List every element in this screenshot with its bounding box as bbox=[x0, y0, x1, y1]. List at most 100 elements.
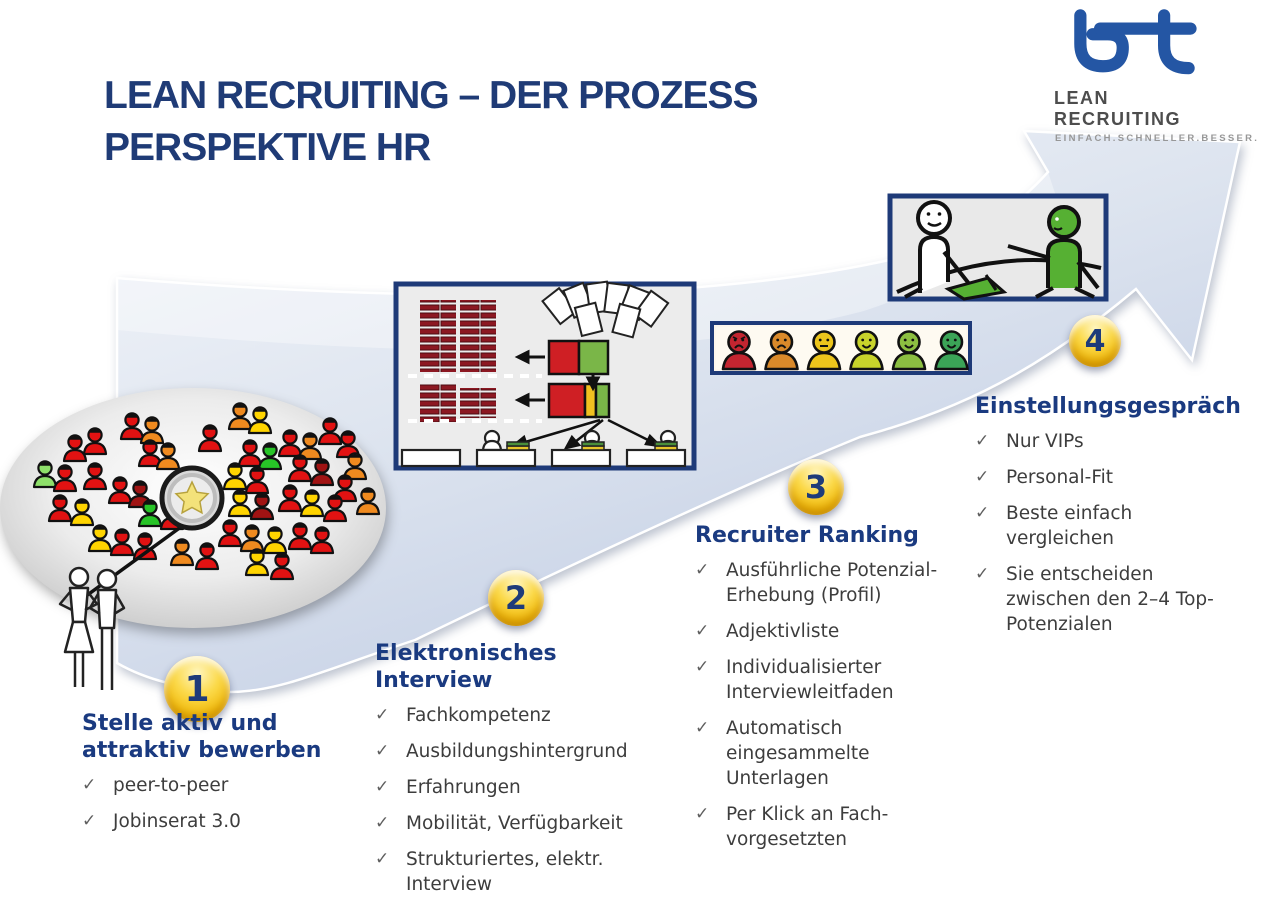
list-item: ✓Mobilität, Verfügbarkeit bbox=[375, 813, 623, 834]
crowd-person-icon bbox=[62, 434, 88, 463]
step-heading: Einstellungsgespräch bbox=[975, 394, 1241, 419]
checkmark-icon: ✓ bbox=[695, 657, 710, 677]
step-block-3: Recruiter Ranking ✓Ausführliche Potenzia… bbox=[695, 522, 957, 863]
tablet-icon bbox=[944, 274, 1008, 301]
list-item: ✓Beste einfach vergleichen bbox=[975, 503, 1133, 549]
list-item: ✓Adjektivliste bbox=[695, 621, 840, 642]
crowd-person-icon bbox=[355, 487, 381, 516]
crowd-person-icon bbox=[287, 522, 313, 551]
rejected-stack bbox=[460, 388, 496, 418]
ranking-face-icon bbox=[806, 330, 842, 371]
step-item-list: ✓Nur VIPs ✓Personal-Fit ✓Beste einfach v… bbox=[975, 429, 1225, 637]
list-item: ✓Ausführliche Potenzial-Erhebung (Profil… bbox=[695, 560, 938, 606]
checkmark-icon: ✓ bbox=[375, 813, 390, 833]
crowd-person-icon bbox=[269, 552, 295, 581]
crowd-person-icon bbox=[299, 489, 325, 518]
crowd-person-icon bbox=[262, 526, 288, 555]
crowd-person-icon bbox=[119, 412, 145, 441]
crowd-person-icon bbox=[227, 489, 253, 518]
checkmark-icon: ✓ bbox=[695, 718, 710, 738]
rejected-stack bbox=[460, 300, 496, 372]
crowd-person-icon bbox=[227, 402, 253, 431]
list-item: ✓Strukturiertes, elektr. Interview bbox=[375, 849, 604, 895]
crowd-person-icon bbox=[309, 458, 335, 487]
filter-box-1 bbox=[547, 339, 610, 376]
step-block-2: Elektronisches Interview ✓Fachkompetenz … bbox=[375, 640, 690, 901]
step-badge-3: 3 bbox=[788, 459, 844, 515]
faces-layer bbox=[721, 330, 969, 371]
crowd-person-icon bbox=[244, 548, 270, 577]
step-block-4: Einstellungsgespräch ✓Nur VIPs ✓Personal… bbox=[975, 393, 1241, 648]
sorting-diagram bbox=[393, 280, 697, 471]
step-badge-2: 2 bbox=[488, 570, 544, 626]
crowd-person-icon bbox=[69, 498, 95, 527]
ranking-face-icon bbox=[721, 330, 757, 371]
crowd-person-icon bbox=[137, 439, 163, 468]
logo-name: LEAN RECRUITING bbox=[1054, 88, 1181, 129]
company-logo: LEAN RECRUITING EINFACH.SCHNELLER.BESSER… bbox=[1042, 6, 1257, 144]
crowd-person-icon bbox=[194, 542, 220, 571]
ranking-face-icon bbox=[934, 330, 969, 371]
checkmark-icon: ✓ bbox=[975, 431, 990, 451]
crowd-person-icon bbox=[82, 462, 108, 491]
crowd-person-icon bbox=[47, 494, 73, 523]
checkmark-icon: ✓ bbox=[82, 775, 97, 795]
crowd-person-icon bbox=[239, 524, 265, 553]
rejected-stack bbox=[420, 300, 456, 372]
step-item-list: ✓peer-to-peer ✓Jobinserat 3.0 bbox=[82, 773, 367, 834]
filter-box-2 bbox=[547, 382, 611, 419]
crowd-person-icon bbox=[107, 476, 133, 505]
checkmark-icon: ✓ bbox=[975, 503, 990, 523]
crowd-person-icon bbox=[237, 439, 263, 468]
crowd-person-icon bbox=[217, 519, 243, 548]
step-badge-1: 1 bbox=[164, 656, 230, 722]
crowd-person-icon bbox=[109, 528, 135, 557]
step-item-list: ✓Ausführliche Potenzial-Erhebung (Profil… bbox=[695, 558, 957, 852]
checkmark-icon: ✓ bbox=[975, 467, 990, 487]
candidate-person-icon bbox=[1007, 205, 1100, 299]
step-item-list: ✓Fachkompetenz ✓Ausbildungshintergrund ✓… bbox=[375, 703, 690, 897]
crowd-person-icon bbox=[309, 526, 335, 555]
list-item: ✓Nur VIPs bbox=[975, 431, 1084, 452]
step-badge-4: 4 bbox=[1069, 315, 1121, 367]
checkmark-icon: ✓ bbox=[695, 621, 710, 641]
crowd-person-icon bbox=[137, 499, 163, 528]
magnifier-star-icon bbox=[159, 465, 225, 531]
crowd-person-icon bbox=[244, 466, 270, 495]
checkmark-icon: ✓ bbox=[375, 849, 390, 869]
ranking-face-icon bbox=[891, 330, 927, 371]
list-item: ✓Erfahrungen bbox=[375, 777, 521, 798]
step-heading: Stelle aktiv und attraktiv bewerben bbox=[82, 711, 322, 763]
crowd-person-icon bbox=[52, 464, 78, 493]
list-item: ✓Individualisierter Interviewleitfaden bbox=[695, 657, 894, 703]
list-item: ✓Fachkompetenz bbox=[375, 705, 551, 726]
checkmark-icon: ✓ bbox=[375, 705, 390, 725]
ranking-scale bbox=[710, 321, 972, 375]
crowd-person-icon bbox=[82, 427, 108, 456]
crowd-person-icon bbox=[322, 494, 348, 523]
crowd-person-icon bbox=[247, 406, 273, 435]
crowd-person-icon bbox=[257, 442, 283, 471]
crowd-person-icon bbox=[287, 454, 313, 483]
recruiters-icon bbox=[58, 566, 126, 690]
crowd-person-icon bbox=[155, 442, 181, 471]
checkmark-icon: ✓ bbox=[82, 811, 97, 831]
page-title: LEAN RECRUITING – DER PROZESS PERSPEKTIV… bbox=[104, 74, 759, 169]
list-item: ✓Jobinserat 3.0 bbox=[82, 811, 241, 832]
crowd-person-icon bbox=[197, 424, 223, 453]
step-heading: Recruiter Ranking bbox=[695, 523, 919, 548]
crowd-person-icon bbox=[277, 484, 303, 513]
list-item: ✓peer-to-peer bbox=[82, 775, 229, 796]
crowd-person-icon bbox=[317, 417, 343, 446]
checkmark-icon: ✓ bbox=[975, 564, 990, 584]
interview-scene bbox=[887, 193, 1109, 302]
rejected-stack bbox=[420, 384, 456, 422]
crowd-person-icon bbox=[249, 492, 275, 521]
checkmark-icon: ✓ bbox=[695, 560, 710, 580]
crowd-layer bbox=[32, 402, 381, 581]
ranking-face-icon bbox=[849, 330, 884, 371]
list-item: ✓Sie entscheiden zwischen den 2–4 Top-Po… bbox=[975, 564, 1214, 635]
checkmark-icon: ✓ bbox=[375, 741, 390, 761]
checkmark-icon: ✓ bbox=[695, 804, 710, 824]
